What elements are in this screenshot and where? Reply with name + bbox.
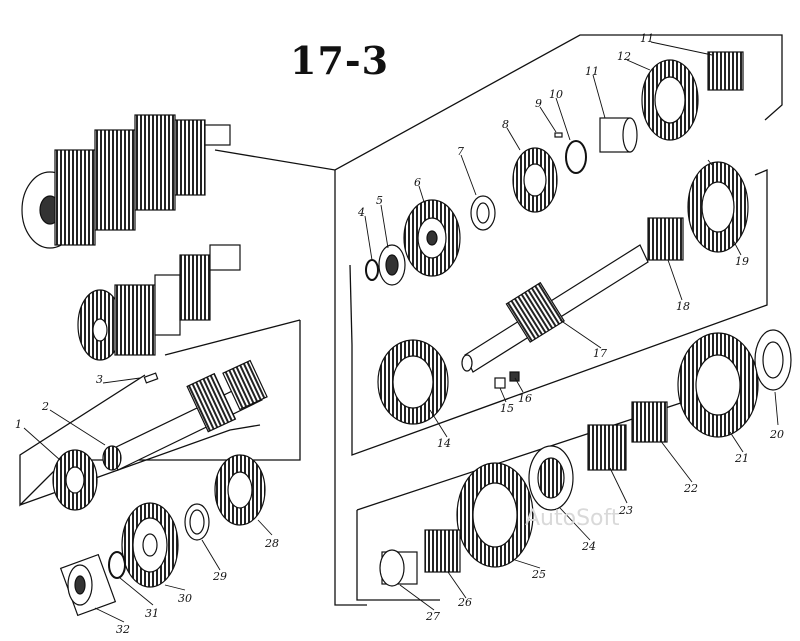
part-10-ring: [565, 140, 587, 174]
callout-5: 5: [376, 194, 383, 207]
callout-4: 4: [357, 206, 365, 219]
part-14-synchronizer: [377, 339, 449, 425]
part-11-bushing: [599, 117, 638, 153]
watermark: AutoSoft: [525, 506, 620, 531]
part-5-bearing: [378, 244, 406, 286]
callout-3: 3: [96, 373, 103, 386]
part-12-gear: [641, 59, 699, 141]
callout-18: 18: [676, 300, 690, 313]
parts: [52, 51, 792, 617]
callout-22: 22: [683, 482, 698, 495]
callout-31: 31: [145, 607, 159, 620]
part-3-key: [143, 372, 159, 384]
assembled-gearbox: [21, 114, 231, 249]
leader-lines: [23, 41, 779, 623]
callout-15: 15: [500, 402, 514, 415]
callout-12: 12: [617, 50, 631, 63]
callout-9: 9: [535, 97, 542, 110]
callout-14: 14: [437, 437, 451, 450]
part-24-ring: [528, 445, 574, 511]
callout-labels: 1 2 3 4 5 6 7 8 9 10 11 12 11 14 15 16 1…: [15, 32, 784, 636]
part-28-gear: [214, 454, 266, 526]
callout-29: 29: [212, 570, 227, 583]
callout-20: 20: [769, 428, 784, 441]
part-30-gear: [121, 502, 179, 588]
part-18-needle-bearing: [647, 217, 684, 261]
part-9-pin: [554, 132, 563, 138]
part-20-ring: [754, 329, 792, 391]
part-21-gear: [677, 332, 759, 438]
part-7-washer: [470, 195, 496, 231]
callout-26: 26: [457, 596, 472, 609]
callout-1: 1: [15, 418, 22, 431]
callout-19: 19: [735, 255, 749, 268]
callout-2: 2: [41, 400, 49, 413]
input-shaft: [102, 359, 268, 471]
cluster-gear-shaft: [77, 244, 241, 361]
part-22-needle-bearing: [631, 401, 668, 443]
diagram-title: 17-3: [290, 38, 390, 83]
part-32-bearing: [59, 553, 117, 617]
part-11-needle-bearing: [707, 51, 744, 91]
part-17-output-shaft: [461, 244, 649, 373]
part-19-gear: [687, 161, 749, 253]
part-8-gear: [512, 147, 558, 213]
part-16-detent: [509, 371, 520, 382]
callout-23: 23: [618, 504, 633, 517]
part-27-bushing: [379, 549, 418, 587]
callout-6: 6: [414, 176, 421, 189]
callout-27: 27: [425, 610, 440, 623]
part-1-gear: [52, 449, 98, 511]
callout-25: 25: [531, 568, 546, 581]
part-25-gear: [456, 462, 534, 568]
callout-30: 30: [178, 592, 192, 605]
callout-8: 8: [502, 118, 509, 131]
callout-11-top: 11: [640, 32, 654, 45]
part-31-circlip: [108, 551, 126, 579]
part-6-hub: [403, 199, 461, 277]
callout-24: 24: [581, 540, 596, 553]
callout-21: 21: [734, 452, 749, 465]
part-26-needle-bearing: [424, 529, 461, 573]
callout-17: 17: [593, 347, 607, 360]
part-15-spring: [494, 377, 506, 389]
callout-16: 16: [518, 392, 532, 405]
callout-10: 10: [549, 88, 563, 101]
callout-7: 7: [457, 145, 464, 158]
part-23-gear: [587, 424, 627, 471]
part-4-circlip: [365, 259, 379, 281]
callout-11: 11: [585, 65, 599, 78]
callout-28: 28: [264, 537, 279, 550]
part-29-ring: [184, 503, 210, 541]
callout-32: 32: [116, 623, 130, 636]
